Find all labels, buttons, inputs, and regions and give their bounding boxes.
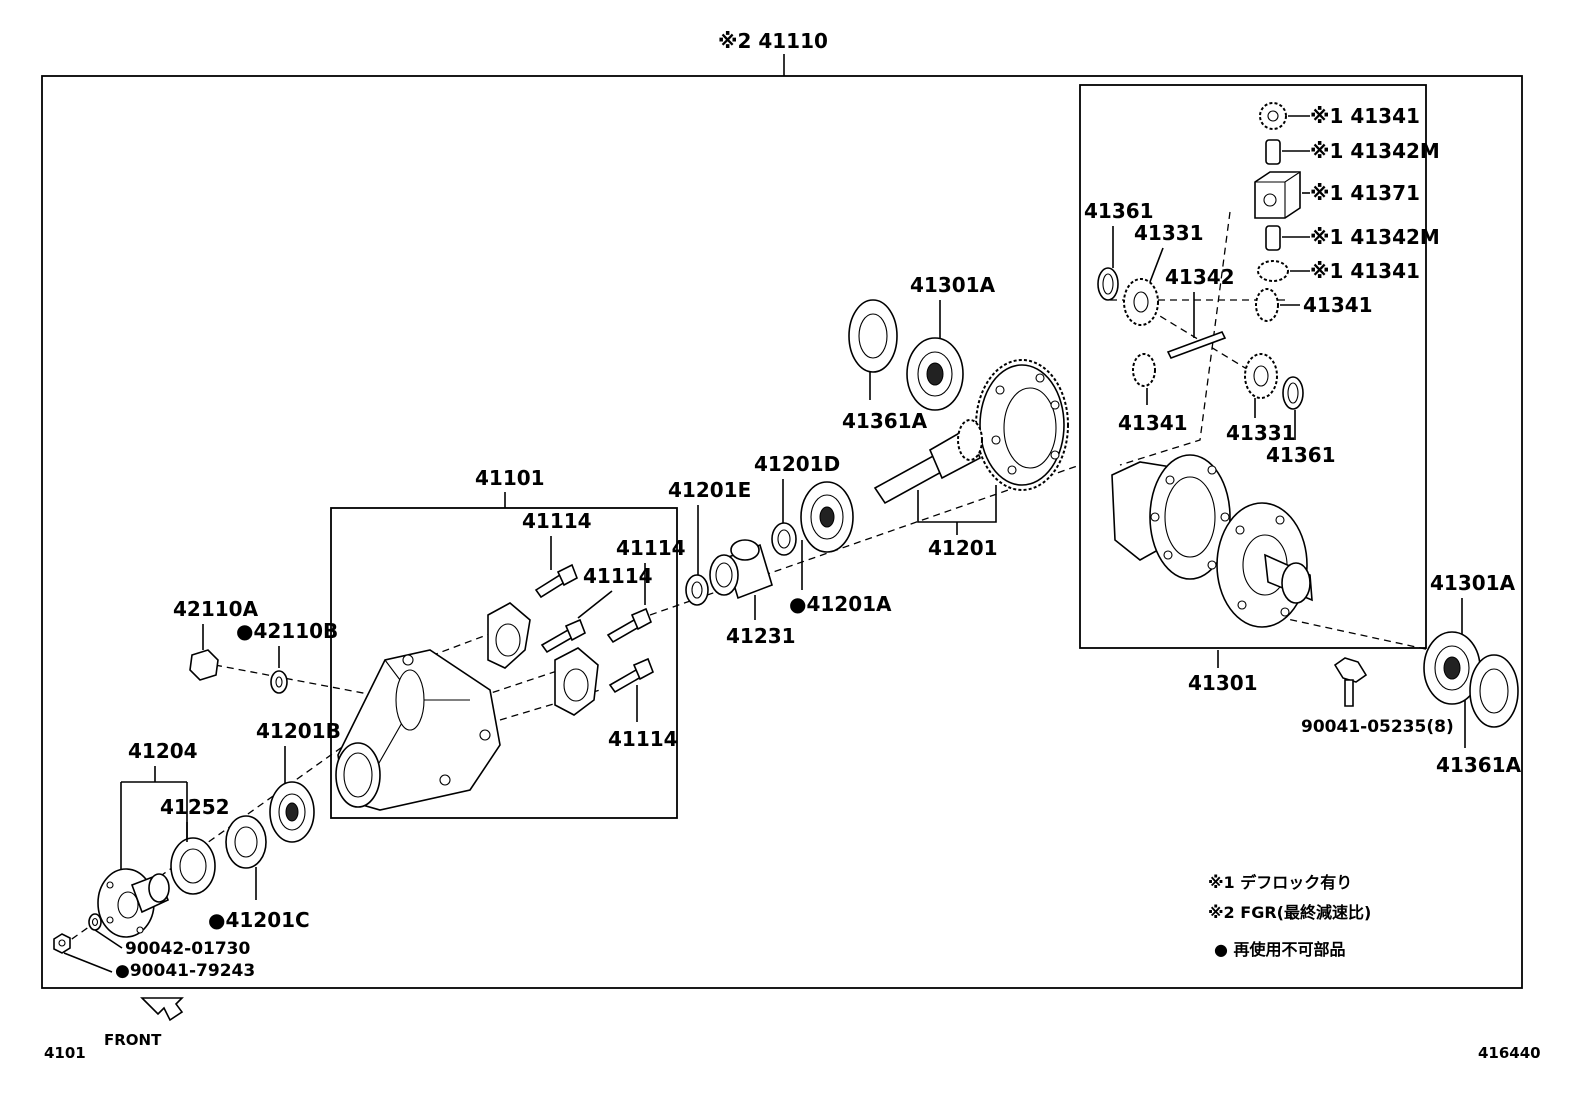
label-41201D[interactable]: 41201D — [754, 452, 840, 476]
label-90041-79243[interactable]: ●90041-79243 — [115, 961, 255, 981]
nut-90041-79243[interactable] — [53, 933, 71, 954]
label-41201C[interactable]: ●41201C — [208, 908, 310, 932]
side-gear-top[interactable] — [1123, 278, 1159, 326]
label-41342M-bottom[interactable]: ※1 41342M — [1310, 225, 1440, 249]
pinion-gear-top[interactable] — [1259, 102, 1287, 130]
carrier-frame — [330, 507, 678, 819]
washer-90042[interactable] — [88, 913, 102, 931]
lock-block[interactable] — [1254, 171, 1301, 219]
differential-frame — [1079, 84, 1427, 649]
bearing-cap-bottom[interactable] — [554, 647, 599, 716]
label-41341-top[interactable]: ※1 41341 — [1310, 104, 1420, 128]
bolt-41114-a[interactable] — [534, 563, 578, 599]
label-41201B[interactable]: 41201B — [256, 719, 341, 743]
label-41204[interactable]: 41204 — [128, 739, 198, 763]
washer-right[interactable] — [1469, 654, 1519, 728]
label-41201A[interactable]: ●41201A — [789, 592, 892, 616]
assembly-label[interactable]: ※2 41110 — [718, 29, 828, 53]
washer-top[interactable] — [848, 299, 898, 373]
legend-note-1: ※1 デフロック有り — [1208, 873, 1352, 892]
label-41342M-top[interactable]: ※1 41342M — [1310, 139, 1440, 163]
bolt-41114-c[interactable] — [606, 607, 652, 644]
front-arrow-icon — [140, 997, 184, 1022]
bearing-41201B[interactable] — [269, 781, 315, 843]
dust-deflector-41252[interactable] — [170, 837, 216, 895]
drive-pinion[interactable] — [873, 419, 983, 505]
label-41361A-right[interactable]: 41361A — [1436, 753, 1522, 777]
front-label: FRONT — [104, 1031, 162, 1049]
carrier-housing[interactable] — [335, 649, 501, 811]
label-41341-mid[interactable]: ※1 41341 — [1310, 259, 1420, 283]
label-41114-d[interactable]: 41114 — [608, 727, 678, 751]
label-41371[interactable]: ※1 41371 — [1310, 181, 1420, 205]
differential-cover[interactable] — [1216, 502, 1313, 628]
shim-41201D[interactable] — [771, 522, 797, 556]
pinion-gear-mid[interactable] — [1257, 260, 1289, 282]
pin-bottom[interactable] — [1265, 225, 1281, 251]
label-41301A-right[interactable]: 41301A — [1430, 571, 1516, 595]
spacer-41231[interactable] — [725, 539, 773, 600]
label-41361-top[interactable]: 41361 — [1084, 199, 1154, 223]
differential-case[interactable] — [1111, 454, 1231, 580]
side-gear-low[interactable] — [1244, 353, 1278, 399]
label-41342[interactable]: 41342 — [1165, 265, 1235, 289]
label-41201[interactable]: 41201 — [928, 536, 998, 560]
label-41114-c[interactable]: 41114 — [616, 536, 686, 560]
label-41361A-top[interactable]: 41361A — [842, 409, 928, 433]
legend-note-3: ● 再使用不可部品 — [1214, 940, 1346, 959]
pin-top[interactable] — [1265, 139, 1281, 165]
pinion-shaft[interactable] — [1166, 331, 1227, 359]
thrust-washer-top[interactable] — [1097, 267, 1119, 301]
bearing-41201A[interactable] — [800, 481, 854, 553]
label-41331-low[interactable]: 41331 — [1226, 421, 1296, 445]
label-90041-05235[interactable]: 90041-05235(8) — [1301, 717, 1454, 737]
label-42110B[interactable]: ●42110B — [236, 619, 338, 643]
label-41114-a[interactable]: 41114 — [522, 509, 592, 533]
bearing-cap-top[interactable] — [487, 602, 531, 669]
label-41341-low[interactable]: 41341 — [1118, 411, 1188, 435]
pinion-gear-right[interactable] — [1255, 288, 1279, 322]
bolt-41114-b[interactable] — [540, 618, 586, 654]
companion-flange[interactable] — [97, 868, 170, 938]
label-41252[interactable]: 41252 — [160, 795, 230, 819]
side-gear-axis — [1149, 309, 1266, 381]
label-41114-b[interactable]: 41114 — [583, 564, 653, 588]
label-41301[interactable]: 41301 — [1188, 671, 1258, 695]
label-41361-low[interactable]: 41361 — [1266, 443, 1336, 467]
label-42110A[interactable]: 42110A — [173, 597, 259, 621]
legend-note-2: ※2 FGR(最終減速比) — [1208, 903, 1371, 922]
label-41341-plain[interactable]: 41341 — [1303, 293, 1373, 317]
bearing-race[interactable] — [709, 554, 739, 596]
cross-axis-line — [1119, 211, 1231, 466]
label-41331-top[interactable]: 41331 — [1134, 221, 1204, 245]
assembly-frame — [41, 75, 1523, 989]
label-90042-01730[interactable]: 90042-01730 — [125, 939, 251, 959]
label-41301A-top[interactable]: 41301A — [910, 273, 996, 297]
drain-plug[interactable] — [189, 649, 219, 681]
pinion-gear-low[interactable] — [1132, 353, 1156, 387]
bolt-90041-05235[interactable] — [1333, 657, 1368, 707]
ring-gear[interactable] — [975, 359, 1069, 491]
thrust-washer-low[interactable] — [1282, 376, 1304, 410]
leader-41204 — [120, 766, 188, 872]
oil-seal-41201C[interactable] — [225, 815, 267, 869]
label-41101[interactable]: 41101 — [475, 466, 545, 490]
bolt-41114-d[interactable] — [608, 657, 654, 694]
bearing-right[interactable] — [1423, 631, 1481, 705]
bearing-top[interactable] — [906, 337, 964, 411]
shim-41201E[interactable] — [685, 574, 709, 606]
label-41231[interactable]: 41231 — [726, 624, 796, 648]
corner-code-left: 4101 — [44, 1044, 86, 1062]
corner-code-right: 416440 — [1478, 1044, 1541, 1062]
label-41201E[interactable]: 41201E — [668, 478, 751, 502]
plug-gasket[interactable] — [270, 670, 288, 694]
